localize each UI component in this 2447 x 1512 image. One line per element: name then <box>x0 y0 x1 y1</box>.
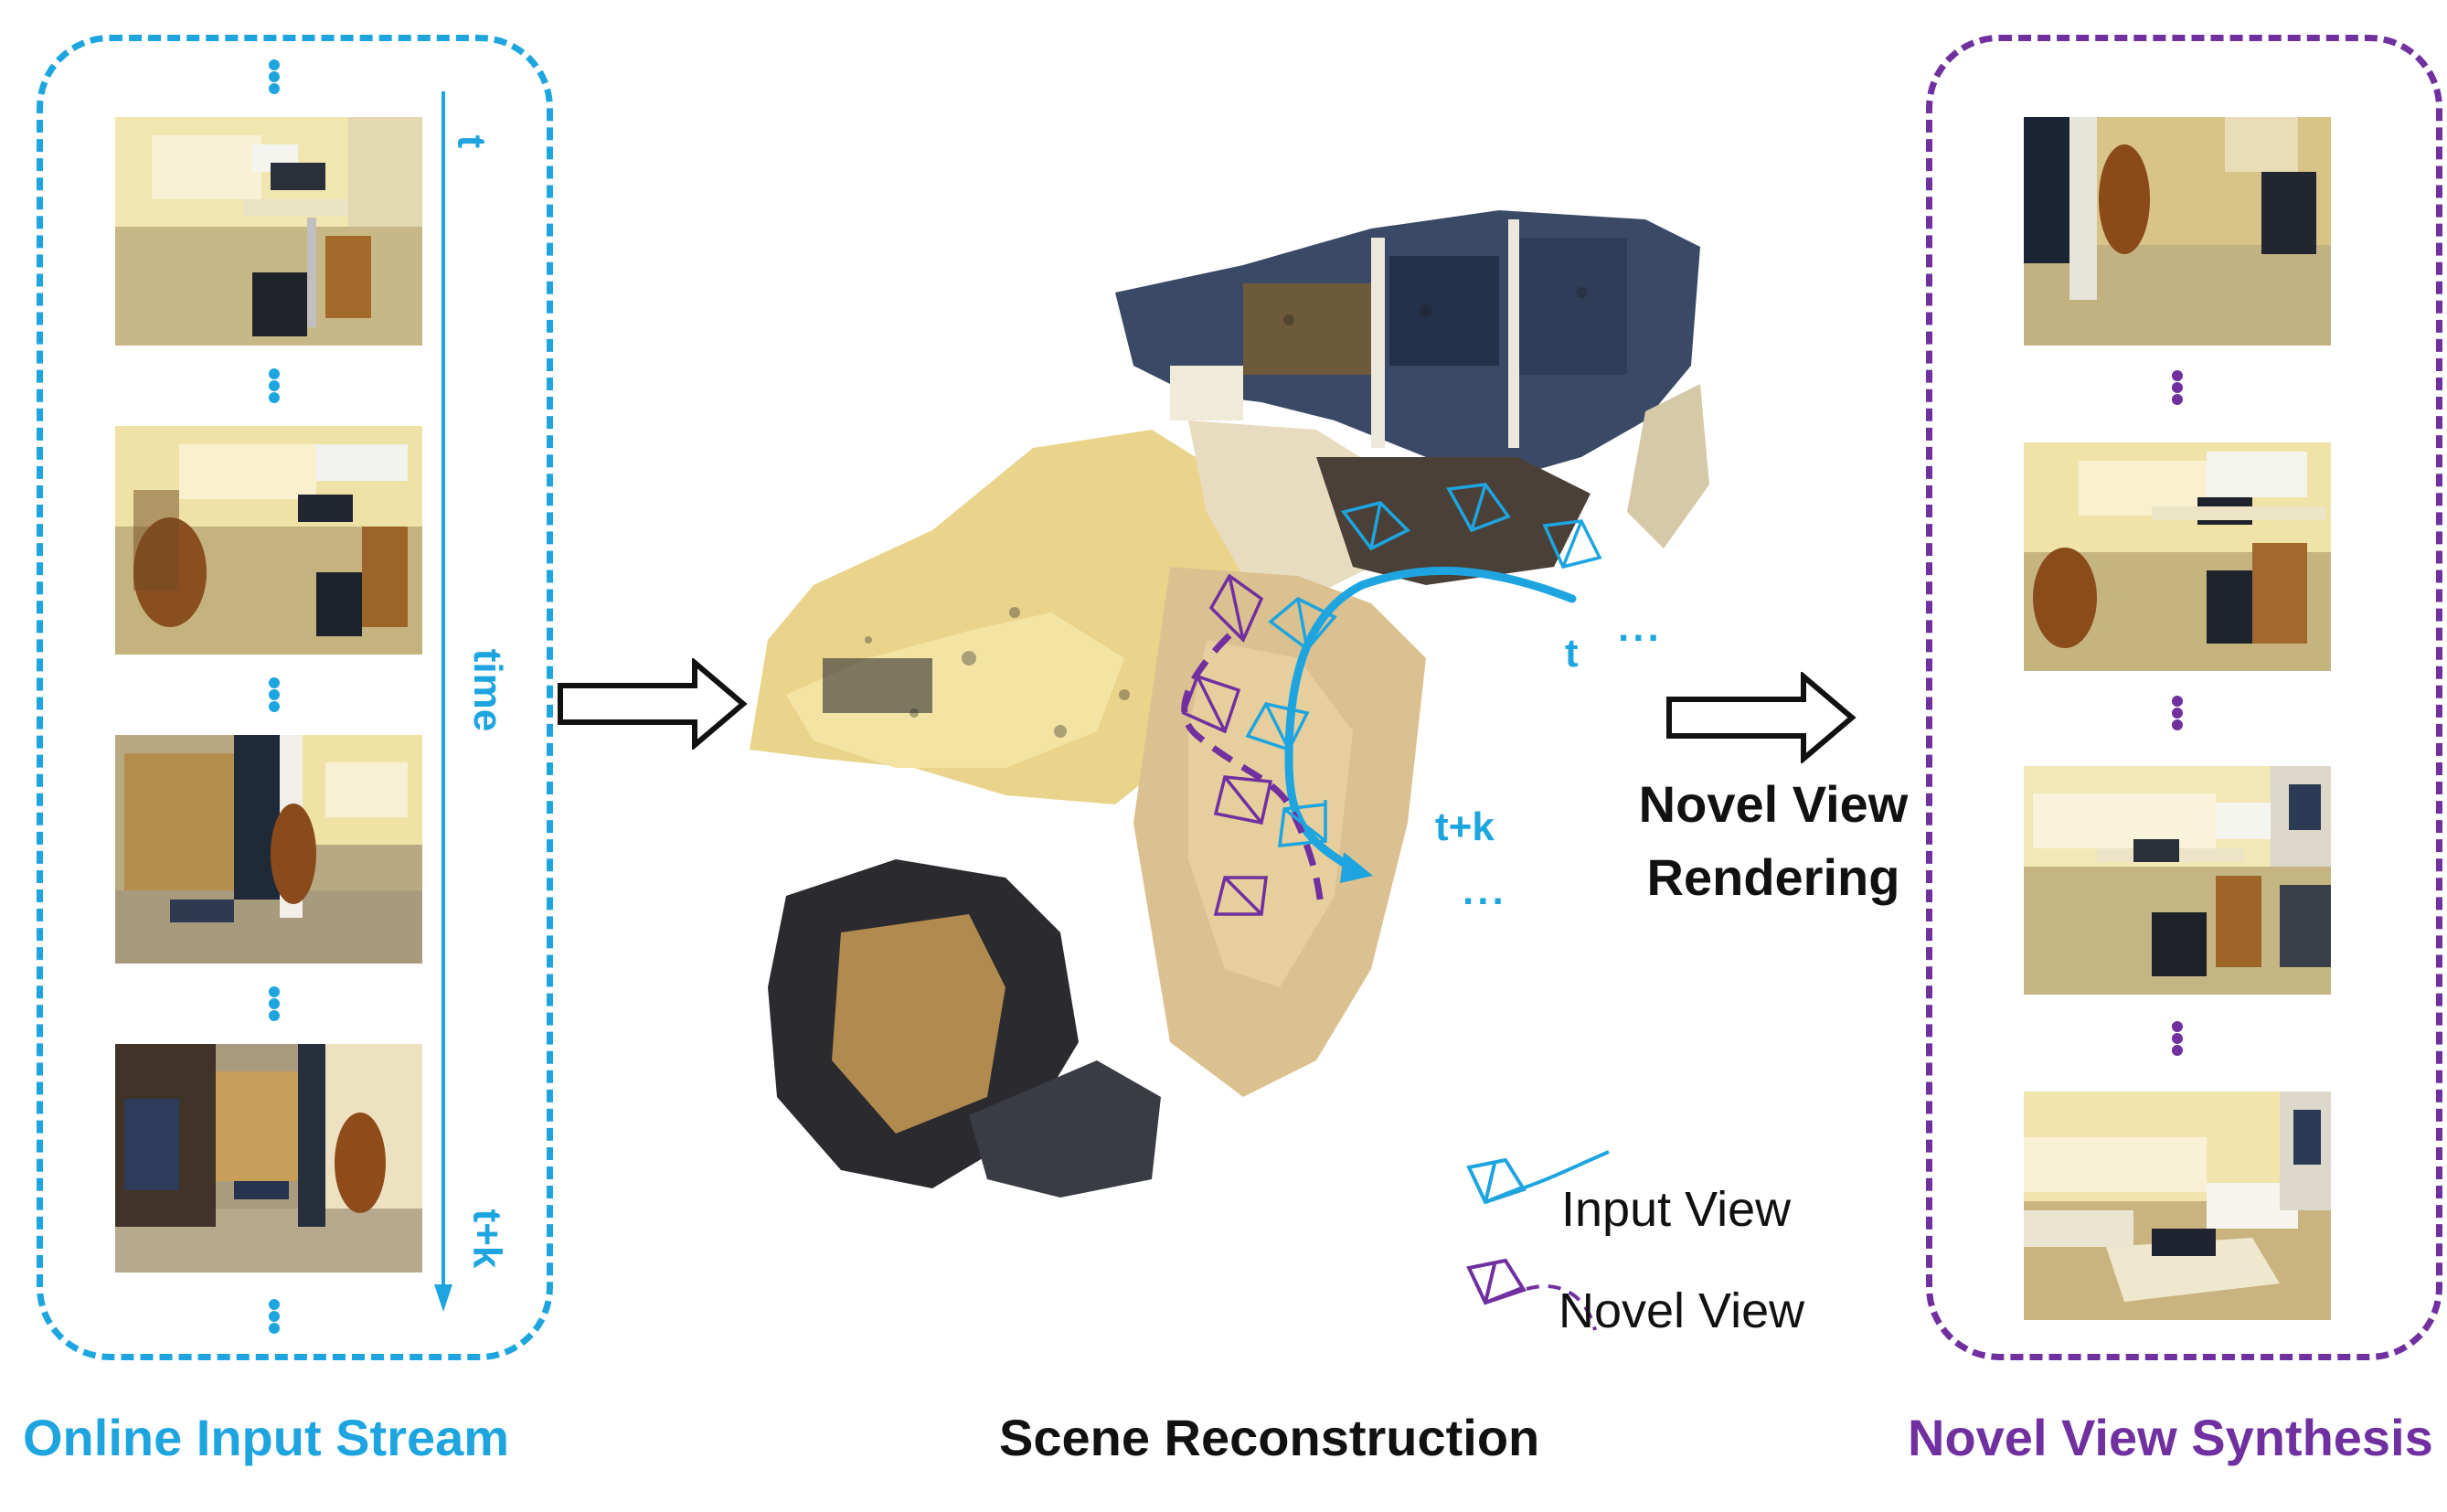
scene-reconstruction-caption: Scene Reconstruction <box>999 1409 1540 1466</box>
novel-frame-3 <box>2024 766 2331 995</box>
input-stream-panel <box>37 35 553 1360</box>
ellipsis-icon: ••• <box>267 1283 282 1349</box>
trajectory-start-label: t <box>1565 631 1579 676</box>
camera-frustum-icon <box>1277 800 1327 847</box>
rendering-label-line1: Novel View <box>1638 775 1909 833</box>
ellipsis-icon: ••• <box>2170 1005 2185 1071</box>
novel-view-synthesis-caption: Novel View Synthesis <box>1908 1409 2433 1466</box>
camera-frustum-icon <box>1542 519 1602 570</box>
camera-frustum-icon <box>1466 1258 1597 1331</box>
camera-frustum-icon <box>1213 775 1273 825</box>
ellipsis-icon: ••• <box>267 43 282 110</box>
hollow-right-arrow-icon <box>558 658 748 750</box>
camera-frustum-icon <box>1245 702 1310 752</box>
novel-frame-1 <box>2024 117 2331 346</box>
camera-trajectory-overlay <box>1181 483 1602 916</box>
input-frame-1 <box>115 117 422 346</box>
hollow-right-arrow-icon <box>1666 672 1857 763</box>
camera-frustum-icon <box>1268 596 1337 652</box>
novel-view-panel <box>1926 35 2442 1360</box>
trajectory-end-ellipsis: ... <box>1463 868 1507 913</box>
ellipsis-icon: ••• <box>267 970 282 1037</box>
ellipsis-icon: ••• <box>267 661 282 728</box>
novel-frame-4 <box>2024 1091 2331 1320</box>
time-end-label: t+k <box>464 1209 510 1269</box>
camera-frustum-icon <box>1213 876 1268 916</box>
trajectory-end-label: t+k <box>1435 804 1495 849</box>
rendering-label-line2: Rendering <box>1646 848 1900 906</box>
camera-frustum-icon <box>1181 674 1241 734</box>
trajectory-start-ellipsis: ... <box>1618 605 1663 650</box>
input-frame-4 <box>115 1044 422 1272</box>
legend-novel-label: Novel View <box>1559 1283 1805 1338</box>
input-stream-caption: Online Input Stream <box>23 1409 510 1466</box>
ellipsis-icon: ••• <box>2170 354 2185 421</box>
time-axis-label: time <box>465 648 511 732</box>
scene-reconstruction-pointcloud <box>750 210 1709 1198</box>
input-frame-2 <box>115 426 422 655</box>
camera-frustum-icon <box>1446 483 1511 533</box>
input-frame-3 <box>115 735 422 964</box>
camera-frustum-icon <box>1466 1150 1610 1205</box>
camera-frustum-icon <box>1208 573 1264 644</box>
legend-input-label: Input View <box>1561 1182 1792 1237</box>
time-axis-arrow <box>434 91 452 1312</box>
novel-trajectory <box>1181 633 1325 906</box>
camera-frustum-icon <box>1341 501 1410 551</box>
novel-frame-2 <box>2024 442 2331 671</box>
ellipsis-icon: ••• <box>267 352 282 419</box>
ellipsis-icon: ••• <box>2170 679 2185 746</box>
time-start-label: t <box>449 134 495 149</box>
novel-view-rendering-label: Novel View Rendering <box>1609 768 1938 914</box>
